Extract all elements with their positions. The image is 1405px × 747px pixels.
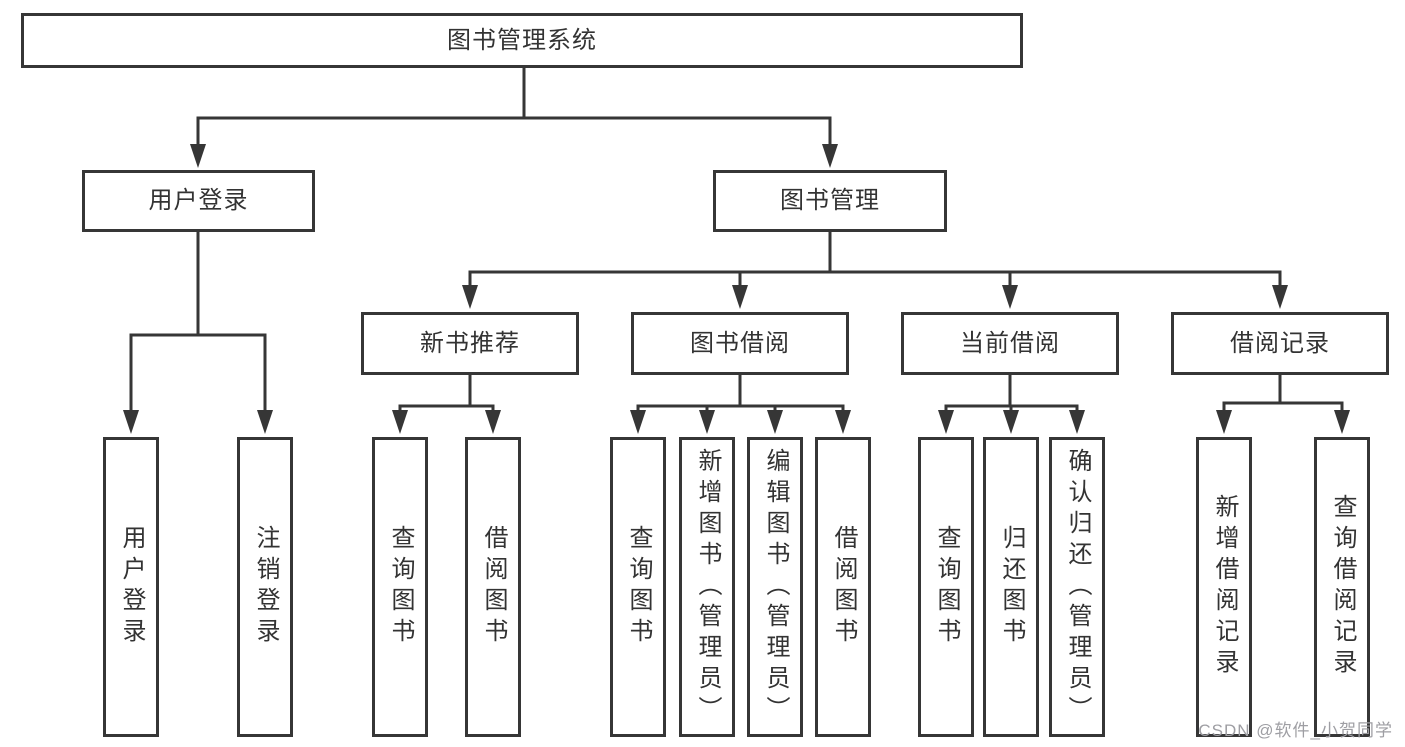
node-label: 图书借阅: [690, 329, 790, 357]
leaf-borrow-books: 借阅图书: [815, 437, 871, 737]
leaf-confirm-return-admin: 确认归还（管理员）: [1049, 437, 1105, 737]
leaf-add-borrow-record: 新增借阅记录: [1196, 437, 1252, 737]
node-book-borrow: 图书借阅: [631, 312, 849, 375]
leaf-query-books-recommend: 查询图书: [372, 437, 428, 737]
leaf-logout-login: 注销登录: [237, 437, 293, 737]
leaf-borrow-books-recommend: 借阅图书: [465, 437, 521, 737]
leaf-query-borrow-record: 查询借阅记录: [1314, 437, 1370, 737]
node-new-book-recommend: 新书推荐: [361, 312, 579, 375]
leaf-edit-book-admin: 编辑图书（管理员）: [747, 437, 803, 737]
node-label: 借阅记录: [1230, 329, 1330, 357]
leaf-query-books-current: 查询图书: [918, 437, 974, 737]
node-label: 当前借阅: [960, 329, 1060, 357]
node-user-login: 用户登录: [82, 170, 315, 232]
node-borrow-record: 借阅记录: [1171, 312, 1389, 375]
node-current-borrow: 当前借阅: [901, 312, 1119, 375]
node-label: 图书管理系统: [447, 26, 597, 54]
node-label: 图书管理: [780, 187, 880, 214]
node-label: 新书推荐: [420, 329, 520, 357]
node-book-management: 图书管理: [713, 170, 947, 232]
csdn-watermark: CSDN @软件_小贺同学: [1198, 721, 1393, 740]
leaf-add-book-admin: 新增图书（管理员）: [679, 437, 735, 737]
arrowhead-icons: [123, 144, 1350, 434]
leaf-return-book: 归还图书: [983, 437, 1039, 737]
leaf-user-login: 用户登录: [103, 437, 159, 737]
node-label: 用户登录: [148, 187, 249, 214]
node-root-system: 图书管理系统: [21, 13, 1023, 68]
leaf-query-books-borrow: 查询图书: [610, 437, 666, 737]
